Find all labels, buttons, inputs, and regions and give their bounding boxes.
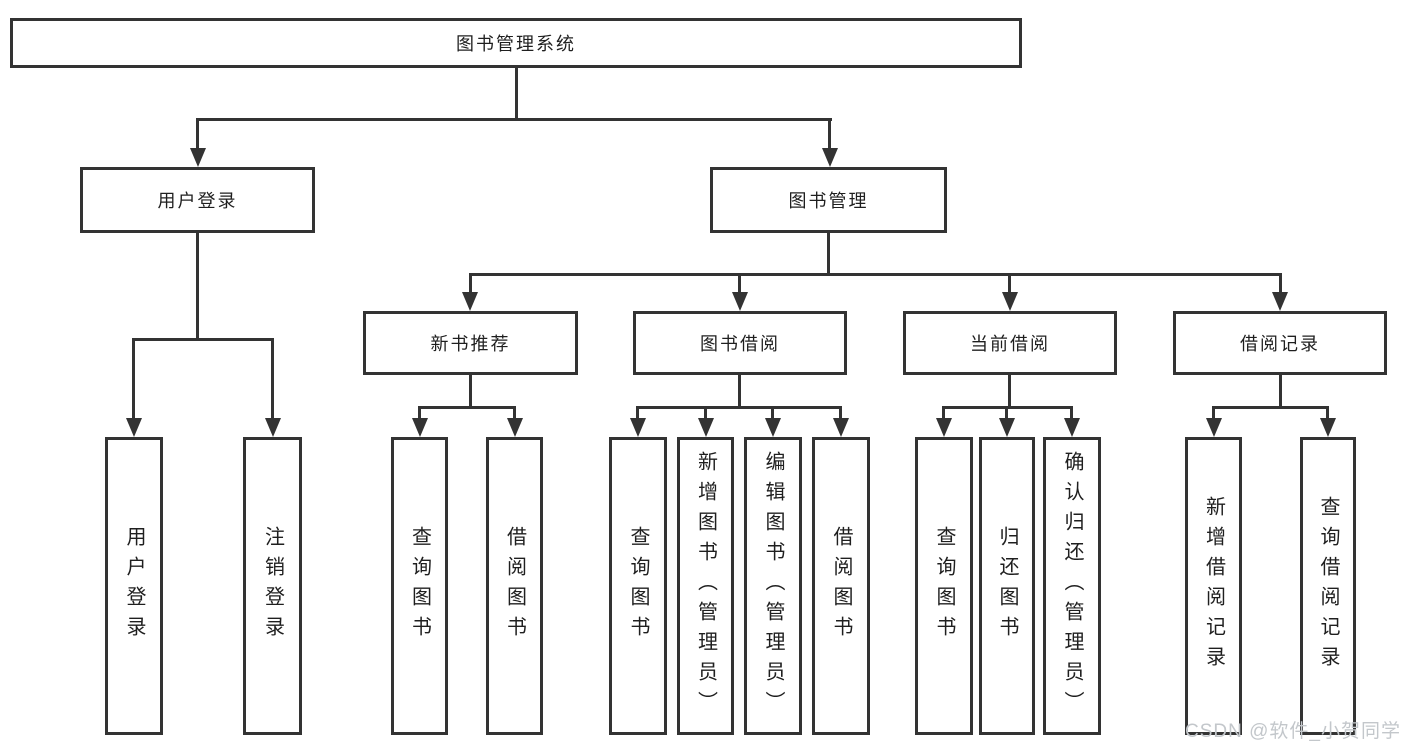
connector-line <box>196 118 832 121</box>
arrowhead-down <box>1272 292 1288 311</box>
connector-line <box>1008 375 1011 406</box>
arrowhead-down <box>765 418 781 437</box>
leaf-label: 借阅图书 <box>503 526 526 646</box>
arrowhead-down <box>1320 418 1336 437</box>
connector-line <box>738 273 741 295</box>
node-label: 新书推荐 <box>430 334 511 354</box>
connector-line <box>636 406 842 409</box>
connector-line <box>469 273 1282 276</box>
connector-line <box>1279 375 1282 406</box>
leaf-borrow-books-recommend: 借阅图书 <box>486 437 543 735</box>
leaf-add-books-admin: 新增图书（管理员） <box>677 437 734 735</box>
leaf-return-books: 归还图书 <box>979 437 1035 735</box>
node-current-borrowing: 当前借阅 <box>903 311 1117 375</box>
leaf-label: 归还图书 <box>996 526 1018 646</box>
connector-line <box>196 118 199 152</box>
arrowhead-down <box>822 148 838 167</box>
connector-line <box>1279 273 1282 295</box>
connector-line <box>828 118 831 152</box>
leaf-label: 借阅图书 <box>830 526 852 646</box>
connector-line <box>418 406 421 422</box>
leaf-query-books-current: 查询图书 <box>915 437 973 735</box>
leaf-confirm-return-admin: 确认归还（管理员） <box>1043 437 1101 735</box>
arrowhead-down <box>833 418 849 437</box>
leaf-user-login: 用户登录 <box>105 437 163 735</box>
connector-line <box>469 273 472 295</box>
node-borrowing-records: 借阅记录 <box>1173 311 1387 375</box>
arrowhead-down <box>126 418 142 437</box>
node-label: 当前借阅 <box>970 334 1050 354</box>
leaf-label: 用户登录 <box>123 526 145 646</box>
connector-line <box>132 338 135 421</box>
connector-line <box>738 375 741 406</box>
node-label: 图书管理系统 <box>456 34 576 54</box>
connector-line <box>636 406 639 422</box>
connector-line <box>1005 406 1008 422</box>
leaf-logout: 注销登录 <box>243 437 302 735</box>
leaf-label: 注销登录 <box>261 526 284 646</box>
connector-line <box>271 338 274 421</box>
arrowhead-down <box>1206 418 1222 437</box>
node-new-book-recommendation: 新书推荐 <box>363 311 578 375</box>
node-book-borrowing: 图书借阅 <box>633 311 847 375</box>
connector-line <box>132 338 274 341</box>
node-label: 借阅记录 <box>1240 334 1320 354</box>
connector-line <box>1212 406 1215 422</box>
leaf-add-borrow-record: 新增借阅记录 <box>1185 437 1242 735</box>
connector-line <box>942 406 945 422</box>
connector-line <box>1008 273 1011 295</box>
arrowhead-down <box>1002 292 1018 311</box>
arrowhead-down <box>412 418 428 437</box>
connector-line <box>1212 406 1329 409</box>
arrowhead-down <box>190 148 206 167</box>
leaf-label: 编辑图书（管理员） <box>762 451 784 721</box>
connector-line <box>827 233 830 273</box>
arrowhead-down <box>698 418 714 437</box>
leaf-borrow-books: 借阅图书 <box>812 437 870 735</box>
node-library-management-system: 图书管理系统 <box>10 18 1022 68</box>
connector-line <box>513 406 516 422</box>
node-label: 图书借阅 <box>700 334 780 354</box>
leaf-label: 查询图书 <box>408 526 431 646</box>
node-label: 图书管理 <box>788 191 869 211</box>
connector-line <box>1326 406 1329 422</box>
connector-line <box>1070 406 1073 422</box>
arrowhead-down <box>462 292 478 311</box>
arrowhead-down <box>1064 418 1080 437</box>
node-book-management: 图书管理 <box>710 167 947 233</box>
arrowhead-down <box>999 418 1015 437</box>
leaf-label: 确认归还（管理员） <box>1061 451 1083 721</box>
connector-line <box>839 406 842 422</box>
arrowhead-down <box>630 418 646 437</box>
leaf-label: 查询借阅记录 <box>1317 496 1339 676</box>
arrowhead-down <box>265 418 281 437</box>
arrowhead-down <box>507 418 523 437</box>
connector-line <box>704 406 707 422</box>
connector-line <box>469 375 472 406</box>
node-label: 用户登录 <box>157 191 238 211</box>
connector-line <box>515 68 518 118</box>
connector-line <box>196 233 199 338</box>
leaf-query-borrow-record: 查询借阅记录 <box>1300 437 1356 735</box>
arrowhead-down <box>732 292 748 311</box>
leaf-edit-books-admin: 编辑图书（管理员） <box>744 437 802 735</box>
csdn-watermark: CSDN @软件_小贺同学 <box>1185 721 1401 742</box>
arrowhead-down <box>936 418 952 437</box>
connector-line <box>418 406 516 409</box>
leaf-label: 查询图书 <box>933 526 955 646</box>
leaf-label: 新增借阅记录 <box>1202 496 1225 676</box>
node-user-login: 用户登录 <box>80 167 315 233</box>
leaf-query-books-recommend: 查询图书 <box>391 437 448 735</box>
leaf-label: 新增图书（管理员） <box>694 451 717 721</box>
leaf-label: 查询图书 <box>627 526 649 646</box>
leaf-query-books-borrowing: 查询图书 <box>609 437 667 735</box>
connector-line <box>771 406 774 422</box>
